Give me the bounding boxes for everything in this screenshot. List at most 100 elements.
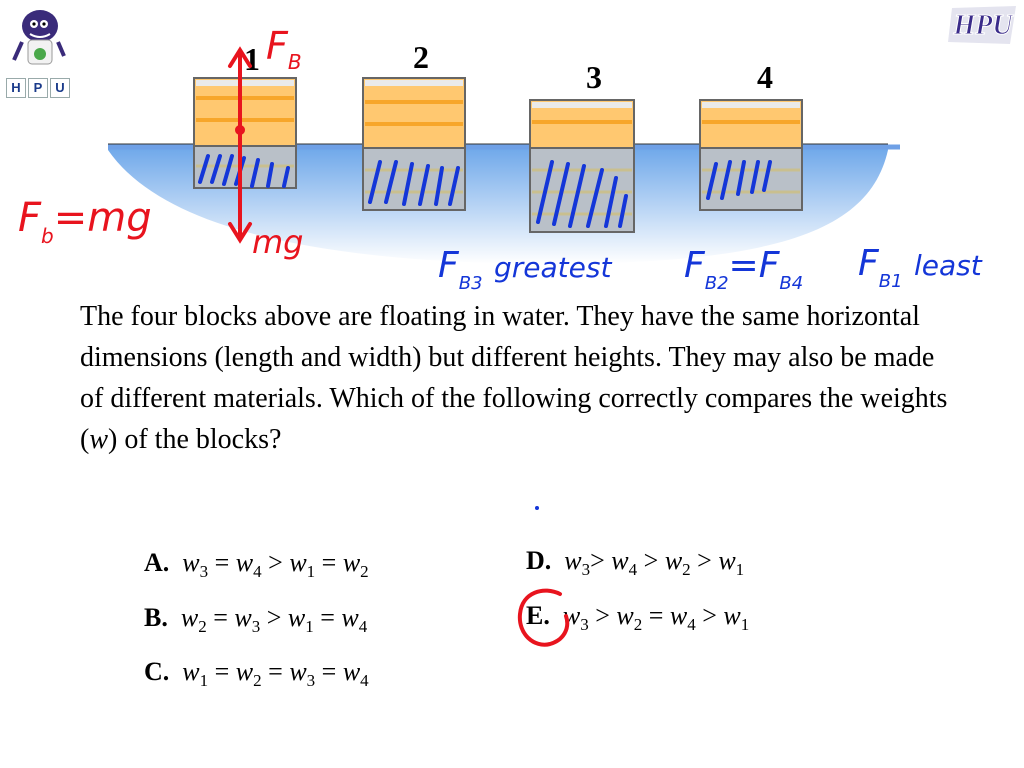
w-var: w	[235, 657, 254, 686]
w-var: w	[564, 546, 582, 575]
op: =	[208, 657, 236, 686]
op: >	[590, 546, 605, 575]
fb3-subscript: B3	[458, 273, 483, 294]
choice-a[interactable]: A. w3 = w4 > w1 = w2	[144, 548, 369, 582]
sub: 3	[581, 560, 591, 580]
block-number-4: 4	[757, 59, 773, 95]
choice-d[interactable]: D. w3> w4 > w2 > w1	[526, 546, 744, 580]
w-var: w	[611, 546, 629, 575]
fb3-letter: F	[438, 245, 459, 286]
annotation-fb2-equals-fb4: FB2=FB4	[684, 246, 803, 304]
op: =	[206, 603, 235, 632]
question-body: The four blocks above are floating in wa…	[80, 301, 948, 455]
w-var: w	[289, 657, 307, 686]
hpu-mascot-logo: H P U	[4, 4, 72, 100]
floating-blocks-diagram: 1 2 3 4	[108, 39, 900, 264]
blue-hatch-block-4	[706, 160, 772, 200]
choice-b-letter: B.	[144, 603, 168, 632]
choice-a-letter: A.	[144, 548, 170, 577]
blue-dot-mark	[535, 506, 539, 510]
question-text: The four blocks above are floating in wa…	[80, 296, 960, 460]
hpu-logo-right: HPU	[946, 2, 1020, 48]
choice-c[interactable]: C. w1 = w2 = w3 = w4	[144, 657, 369, 691]
op: >	[695, 601, 724, 630]
fb-subscript: B	[287, 50, 302, 74]
question-variable: w	[89, 424, 109, 455]
op: >	[690, 546, 719, 575]
w-var: w	[234, 603, 252, 632]
fb2-letter: F	[684, 245, 705, 286]
sub: 1	[306, 562, 316, 582]
block-4	[699, 99, 803, 211]
logo-letter-p: P	[28, 78, 48, 98]
choice-c-letter: C.	[144, 657, 170, 686]
choice-e[interactable]: E. w3 > w2 = w4 > w1	[526, 601, 749, 635]
fb1-subscript: B1	[878, 271, 903, 292]
fb-eq-subscript: b	[41, 224, 54, 248]
op: >	[261, 548, 290, 577]
center-of-mass-dot	[235, 125, 245, 135]
choice-b[interactable]: B. w2 = w3 > w1 = w4	[144, 603, 367, 637]
annotation-fb-equals-mg: Fb=mg	[18, 196, 152, 258]
w-var: w	[235, 548, 254, 577]
sub: 2	[633, 615, 643, 635]
w-var: w	[341, 603, 359, 632]
w-var: w	[182, 548, 200, 577]
w-var: w	[342, 657, 361, 686]
op: =	[315, 657, 343, 686]
w-var: w	[182, 657, 200, 686]
logo-letter-h: H	[6, 78, 26, 98]
sub: 4	[360, 671, 369, 691]
fb4-subscript: B4	[779, 273, 804, 294]
hpu-logo-text: HPU	[952, 10, 1014, 41]
sub: 3	[251, 617, 261, 637]
block-number-1: 1	[244, 41, 260, 77]
block-3	[529, 99, 635, 233]
fb2-subscript: B2	[704, 273, 729, 294]
w-var: w	[289, 548, 307, 577]
sub: 1	[740, 615, 750, 635]
w-var: w	[616, 601, 634, 630]
sub: 1	[735, 560, 745, 580]
sub: 2	[360, 562, 369, 582]
sub: 1	[199, 671, 209, 691]
block-number-3: 3	[586, 59, 602, 95]
fb3-greatest-text: greatest	[493, 251, 612, 284]
buoyant-force-arrow	[228, 46, 252, 132]
op: =	[261, 657, 290, 686]
op: =	[313, 603, 342, 632]
block-2	[362, 77, 466, 211]
w-var: w	[718, 546, 736, 575]
weight-force-arrow	[228, 132, 252, 244]
fb1-letter: F	[858, 243, 879, 284]
op: >	[637, 546, 665, 575]
annotation-fb3-greatest: FB3 greatest	[438, 246, 611, 304]
w-var: w	[669, 601, 688, 630]
op: >	[588, 601, 617, 630]
sub: 4	[358, 617, 368, 637]
sub: 4	[253, 562, 262, 582]
blue-hatch-block-1	[198, 154, 290, 188]
answer-circle-mark	[517, 588, 570, 647]
w-var: w	[287, 603, 306, 632]
sub: 1	[305, 617, 314, 637]
sub: 2	[253, 671, 262, 691]
sub: 2	[198, 617, 207, 637]
sub: 4	[628, 560, 638, 580]
annotation-mg-label: mg	[252, 223, 304, 261]
w-var: w	[664, 546, 683, 575]
block-number-2: 2	[413, 39, 429, 75]
op: =	[642, 601, 670, 630]
question-end: ) of the blocks?	[108, 424, 282, 455]
logo-letter-u: U	[50, 78, 70, 98]
annotation-fb1-least: FB1 least	[858, 244, 982, 302]
fb-eq-rest: =mg	[53, 195, 152, 241]
sub: 2	[682, 560, 691, 580]
op: =	[315, 548, 343, 577]
sub: 4	[687, 615, 696, 635]
op: =	[208, 548, 236, 577]
fb-eq-letter: F	[18, 195, 42, 241]
choice-e-letter: E.	[526, 601, 550, 630]
op: >	[260, 603, 288, 632]
